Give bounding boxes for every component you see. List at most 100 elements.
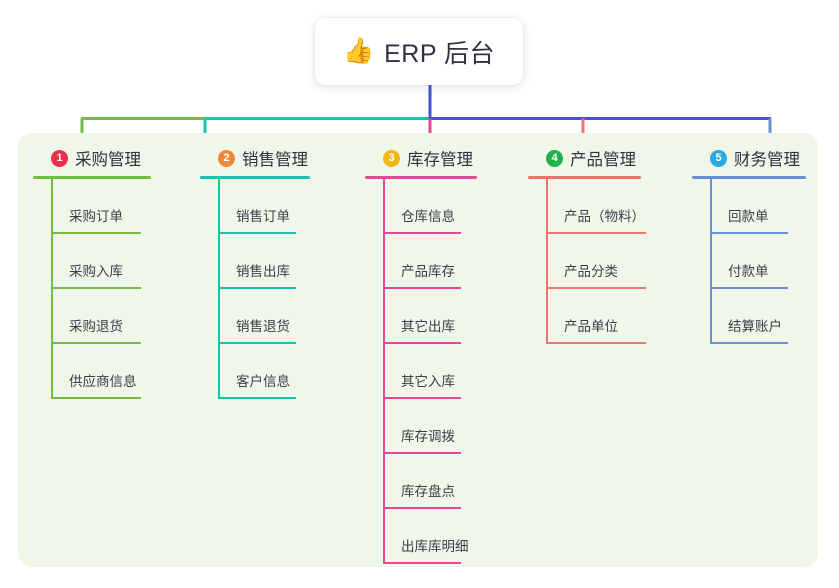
leaf-underline xyxy=(710,342,788,344)
leaf-underline xyxy=(218,397,296,399)
branch-title-1: 采购管理 xyxy=(75,151,141,169)
leaf-label: 采购退货 xyxy=(69,319,123,334)
leaf-underline xyxy=(383,397,461,399)
branch-spine-5 xyxy=(710,179,712,344)
leaf-label: 回款单 xyxy=(728,209,769,224)
leaf-underline xyxy=(383,287,461,289)
leaf-underline xyxy=(218,342,296,344)
leaf-node[interactable]: 产品（物料） xyxy=(528,179,646,234)
branch-column-3: 3 库存管理仓库信息产品库存其它出库其它入库库存调拨库存盘点出库库明细 xyxy=(365,146,477,564)
leaf-node[interactable]: 销售退货 xyxy=(200,289,310,344)
branch-badge-1: 1 xyxy=(51,149,68,167)
root-node[interactable]: 👍 ERP 后台 xyxy=(315,18,523,85)
branch-spine-3 xyxy=(383,179,385,564)
leaf-underline xyxy=(546,232,646,234)
leaf-label: 采购入库 xyxy=(69,264,123,279)
leaf-node[interactable]: 销售出库 xyxy=(200,234,310,289)
branch-badge-5: 5 xyxy=(710,149,727,167)
leaf-underline xyxy=(218,232,296,234)
branch-spine-4 xyxy=(546,179,548,344)
root-title: ERP 后台 xyxy=(384,39,496,68)
branch-underline-3 xyxy=(365,176,477,179)
leaf-label: 产品（物料） xyxy=(564,209,645,224)
leaf-label: 产品库存 xyxy=(401,264,455,279)
leaf-label: 客户信息 xyxy=(236,374,290,389)
leaf-node[interactable]: 供应商信息 xyxy=(33,344,151,399)
branch-underline-2 xyxy=(200,176,310,179)
branch-title-2: 销售管理 xyxy=(242,151,308,169)
branch-items-4: 产品（物料） 产品分类产品单位 xyxy=(528,179,646,344)
branch-spine-2 xyxy=(218,179,220,399)
leaf-underline xyxy=(383,507,461,509)
leaf-node[interactable]: 仓库信息 xyxy=(365,179,477,234)
leaf-underline xyxy=(710,232,788,234)
leaf-underline xyxy=(383,452,461,454)
branch-header-5[interactable]: 5 财务管理 xyxy=(710,146,806,170)
leaf-underline xyxy=(546,342,646,344)
leaf-underline xyxy=(51,287,141,289)
branch-items-3: 仓库信息产品库存其它出库其它入库库存调拨库存盘点出库库明细 xyxy=(365,179,477,564)
leaf-label: 销售退货 xyxy=(236,319,290,334)
leaf-node[interactable]: 库存盘点 xyxy=(365,454,477,509)
branch-header-3[interactable]: 3 库存管理 xyxy=(383,146,477,170)
leaf-label: 仓库信息 xyxy=(401,209,455,224)
leaf-label: 结算账户 xyxy=(728,319,782,334)
branch-badge-3: 3 xyxy=(383,149,400,167)
leaf-label: 产品单位 xyxy=(564,319,618,334)
leaf-underline xyxy=(383,232,461,234)
leaf-node[interactable]: 其它出库 xyxy=(365,289,477,344)
branch-spine-1 xyxy=(51,179,53,399)
branch-column-1: 1 采购管理采购订单采购入库采购退货供应商信息 xyxy=(33,146,151,399)
leaf-underline xyxy=(383,342,461,344)
leaf-node[interactable]: 销售订单 xyxy=(200,179,310,234)
branch-items-1: 采购订单采购入库采购退货供应商信息 xyxy=(33,179,151,399)
leaf-label: 销售订单 xyxy=(236,209,290,224)
leaf-label: 库存盘点 xyxy=(401,484,455,499)
branch-title-4: 产品管理 xyxy=(570,151,636,169)
leaf-node[interactable]: 采购入库 xyxy=(33,234,151,289)
leaf-underline xyxy=(710,287,788,289)
branch-badge-4: 4 xyxy=(546,149,563,167)
leaf-label: 其它入库 xyxy=(401,374,455,389)
leaf-label: 其它出库 xyxy=(401,319,455,334)
leaf-node[interactable]: 产品单位 xyxy=(528,289,646,344)
leaf-underline xyxy=(51,232,141,234)
leaf-node[interactable]: 产品分类 xyxy=(528,234,646,289)
branch-badge-2: 2 xyxy=(218,149,235,167)
leaf-label: 销售出库 xyxy=(236,264,290,279)
leaf-node[interactable]: 结算账户 xyxy=(692,289,806,344)
leaf-node[interactable]: 客户信息 xyxy=(200,344,310,399)
branch-underline-1 xyxy=(33,176,151,179)
leaf-node[interactable]: 产品库存 xyxy=(365,234,477,289)
branch-underline-4 xyxy=(528,176,641,179)
branch-header-2[interactable]: 2 销售管理 xyxy=(218,146,310,170)
leaf-node[interactable]: 采购退货 xyxy=(33,289,151,344)
branch-column-5: 5 财务管理回款单付款单结算账户 xyxy=(692,146,806,344)
branch-items-2: 销售订单销售出库销售退货客户信息 xyxy=(200,179,310,399)
branch-column-4: 4 产品管理产品（物料） 产品分类产品单位 xyxy=(528,146,646,344)
leaf-label: 供应商信息 xyxy=(69,374,137,389)
leaf-node[interactable]: 回款单 xyxy=(692,179,806,234)
leaf-node[interactable]: 其它入库 xyxy=(365,344,477,399)
leaf-underline xyxy=(51,342,141,344)
branch-title-3: 库存管理 xyxy=(407,151,473,169)
thumbs-up-icon: 👍 xyxy=(342,37,375,65)
leaf-node[interactable]: 库存调拨 xyxy=(365,399,477,454)
leaf-underline xyxy=(383,562,461,564)
leaf-underline xyxy=(546,287,646,289)
leaf-label: 采购订单 xyxy=(69,209,123,224)
branch-title-5: 财务管理 xyxy=(734,151,800,169)
leaf-node[interactable]: 采购订单 xyxy=(33,179,151,234)
leaf-underline xyxy=(218,287,296,289)
leaf-label: 库存调拨 xyxy=(401,429,455,444)
branch-column-2: 2 销售管理销售订单销售出库销售退货客户信息 xyxy=(200,146,310,399)
branch-header-1[interactable]: 1 采购管理 xyxy=(51,146,151,170)
branch-underline-5 xyxy=(692,176,806,179)
branch-header-4[interactable]: 4 产品管理 xyxy=(546,146,641,170)
branches-panel xyxy=(18,133,818,567)
leaf-node[interactable]: 付款单 xyxy=(692,234,806,289)
leaf-label: 产品分类 xyxy=(564,264,618,279)
leaf-node[interactable]: 出库库明细 xyxy=(365,509,477,564)
branch-items-5: 回款单付款单结算账户 xyxy=(692,179,806,344)
